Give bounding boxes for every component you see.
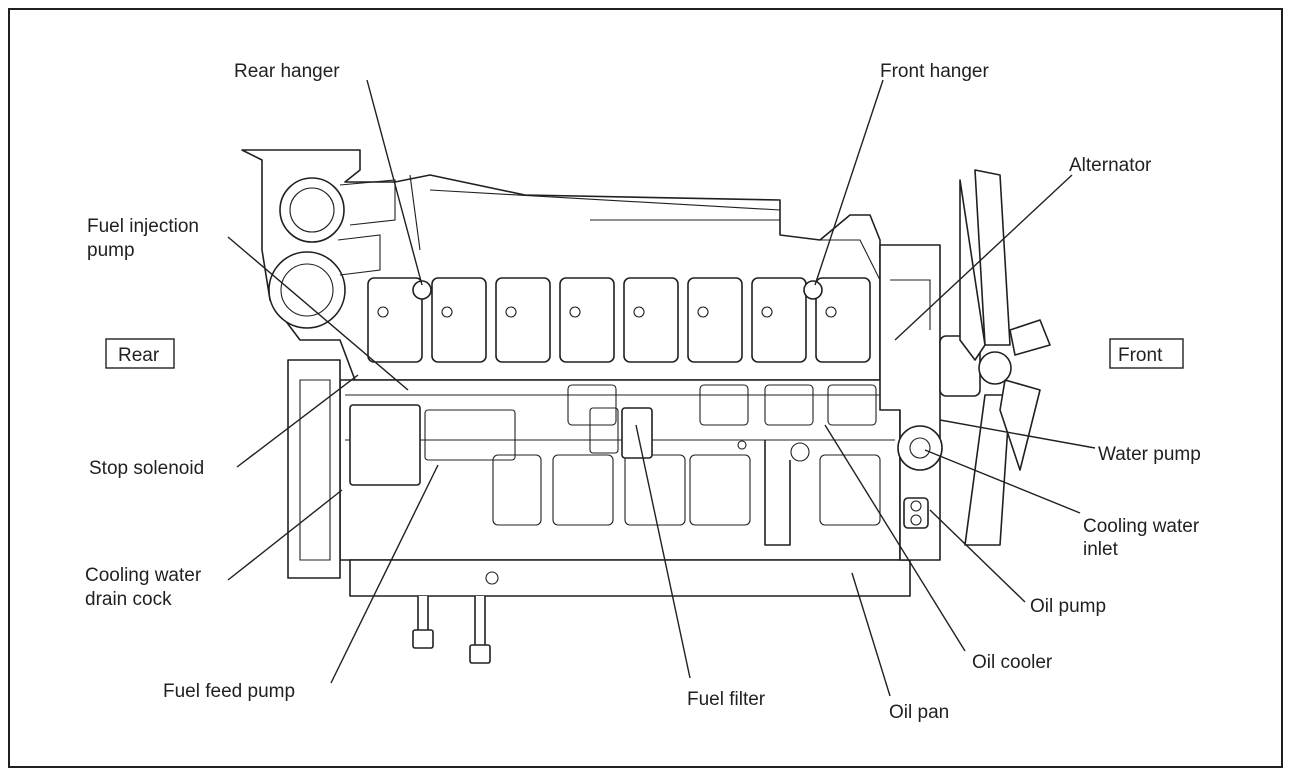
leader-alternator [894,174,1073,341]
leader-lines [227,79,1096,697]
leader-fuel-injection-pump [227,236,409,391]
label-drain-cock-1: Cooling water [85,565,202,586]
fuel-injection-pump-shape [349,404,421,486]
label-fuel-injection-pump-2: pump [87,240,135,261]
oil-cooler-pipe [764,440,791,546]
leader-oil-pan [851,572,891,697]
leader-fuel-feed-pump [330,464,439,684]
leader-rear-hanger [366,79,423,286]
leader-oil-pump [929,509,1026,603]
leader-cooling-water-inlet [924,449,1081,514]
label-front-hanger: Front hanger [880,61,989,82]
cylinder-heads [367,277,871,363]
rear-hanger-shape [412,280,432,300]
label-cooling-water-inlet-2: inlet [1083,539,1119,560]
label-front: Front [1118,345,1163,366]
front-box [1109,338,1184,369]
leader-drain-cock [227,489,343,581]
leader-water-pump [939,419,1096,449]
label-water-pump: Water pump [1098,444,1201,465]
leader-fuel-filter [635,424,691,679]
label-alternator: Alternator [1069,155,1152,176]
label-oil-pump: Oil pump [1030,596,1106,617]
leader-oil-cooler [824,424,966,652]
label-fuel-feed-pump: Fuel feed pump [163,681,295,702]
water-pump-shape [897,425,943,471]
label-rear-hanger: Rear hanger [234,61,340,82]
label-fuel-injection-pump-1: Fuel injection [87,216,199,237]
label-fuel-filter: Fuel filter [687,689,766,710]
labels: Rear hanger Front hanger Alternator Fuel… [85,61,1201,723]
label-oil-cooler: Oil cooler [972,652,1053,673]
label-oil-pan: Oil pan [889,702,949,723]
oil-pump-shape [903,497,929,529]
rear-box [105,338,175,369]
engine-drawing [241,149,1051,664]
oil-pan-shape [349,559,911,597]
label-rear: Rear [118,345,160,366]
label-drain-cock-2: drain cock [85,589,172,610]
label-stop-solenoid: Stop solenoid [89,458,204,479]
front-hanger-shape [803,280,823,300]
leader-stop-solenoid [236,374,359,468]
leader-front-hanger [814,79,884,286]
label-cooling-water-inlet-1: Cooling water [1083,516,1200,537]
